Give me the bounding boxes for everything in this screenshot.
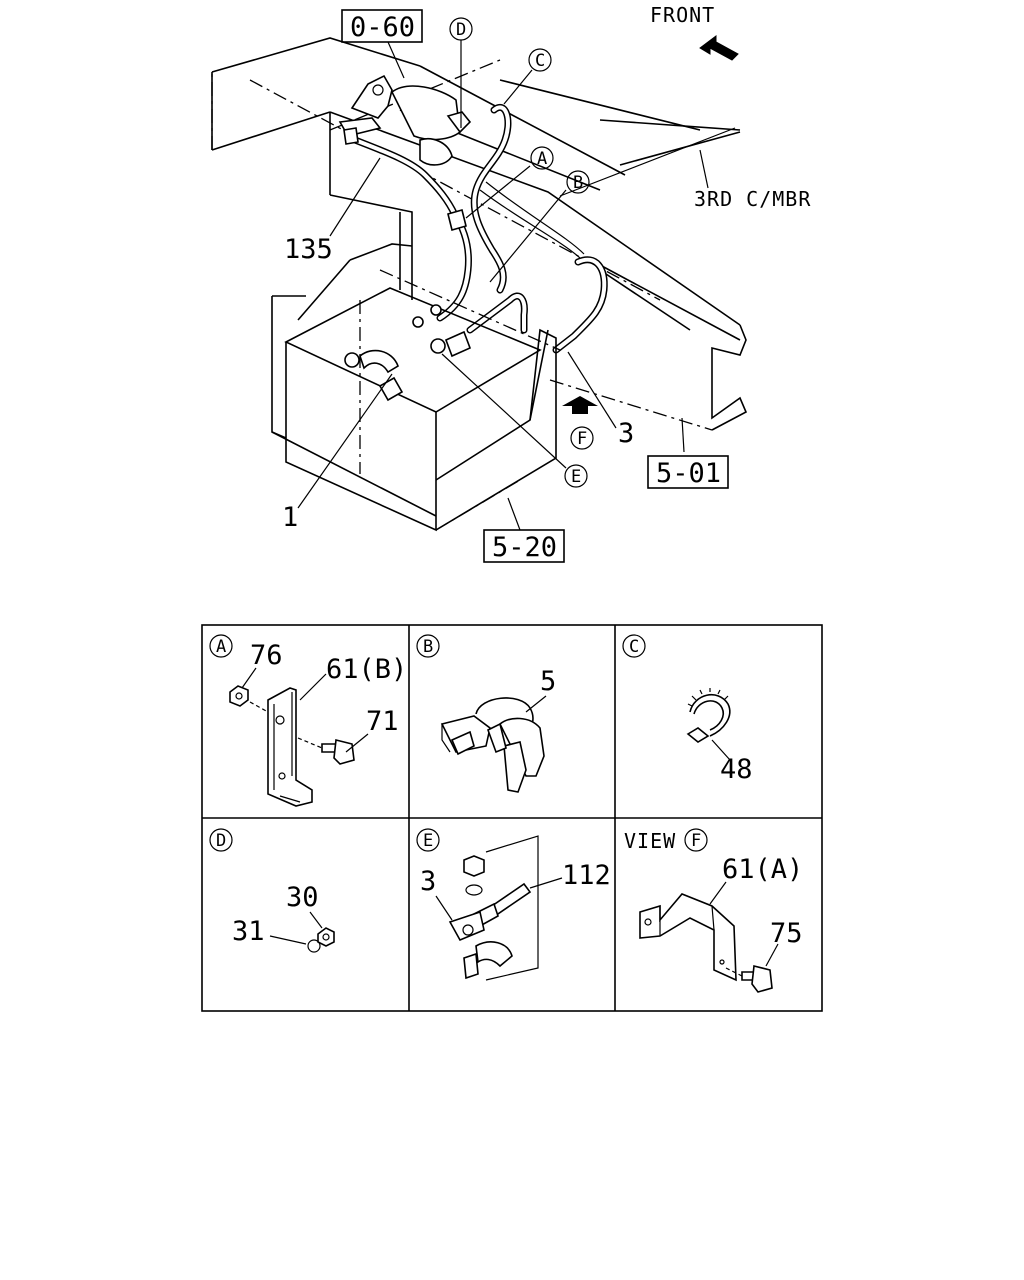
detail-panel-b[interactable]: B 5 bbox=[416, 634, 556, 793]
panel-a-label-71: 71 bbox=[366, 706, 399, 737]
bolt-71-illustration bbox=[297, 733, 369, 765]
view-f-arrow bbox=[562, 396, 598, 414]
panel-c-tag: C bbox=[629, 637, 639, 657]
battery-illustration bbox=[271, 243, 561, 532]
svg-text:C: C bbox=[535, 51, 545, 71]
ref-box-starter-label: 0-60 bbox=[350, 12, 415, 43]
callout-circle-e[interactable]: E bbox=[564, 464, 588, 488]
panel-b-tag: B bbox=[423, 637, 433, 657]
callout-circle-c[interactable]: C bbox=[528, 48, 552, 72]
bolt-75-illustration bbox=[725, 943, 779, 993]
svg-text:D: D bbox=[456, 20, 466, 40]
front-direction-arrow bbox=[699, 35, 739, 61]
panel-a-label-61b: 61(B) bbox=[326, 654, 407, 685]
callout-1: 1 bbox=[282, 502, 298, 533]
terminal-assembly-illustration bbox=[435, 835, 563, 981]
ref-box-frame-label: 5-01 bbox=[656, 458, 721, 489]
panel-f-tag: F bbox=[691, 831, 701, 851]
panel-c-label-48: 48 bbox=[720, 754, 753, 785]
panel-b-label-5: 5 bbox=[540, 666, 556, 697]
bracket-61b-illustration bbox=[267, 687, 313, 807]
panel-a-tag: A bbox=[216, 637, 226, 657]
detail-panel-d[interactable]: D 30 31 bbox=[209, 828, 335, 953]
detail-panel-c[interactable]: C 48 bbox=[622, 634, 753, 785]
panel-a-label-76: 76 bbox=[250, 640, 283, 671]
detail-panel-e[interactable]: E 3 112 bbox=[416, 828, 611, 981]
panel-e-label-3: 3 bbox=[420, 866, 436, 897]
detail-panel-a[interactable]: A 76 61(B) 71 bbox=[209, 634, 407, 807]
callout-3: 3 bbox=[618, 418, 634, 449]
nut-76-illustration bbox=[229, 685, 269, 713]
callout-circle-f[interactable]: F bbox=[570, 426, 594, 450]
panel-e-label-112: 112 bbox=[562, 860, 611, 891]
panel-e-tag: E bbox=[423, 831, 433, 851]
panel-f-label-61a: 61(A) bbox=[722, 854, 803, 885]
ref-box-frame[interactable] bbox=[647, 455, 729, 489]
main-view: FRONT 3RD C/MBR 0-60 5-01 5-20 135 1 3 D… bbox=[211, 3, 811, 563]
panel-d-tag: D bbox=[216, 831, 226, 851]
clamp-5-illustration bbox=[440, 695, 547, 793]
washer-31-illustration bbox=[269, 935, 321, 953]
bracket-61a-illustration bbox=[639, 893, 737, 982]
panel-f-label-75: 75 bbox=[770, 918, 803, 949]
callout-circle-b[interactable]: B bbox=[566, 170, 590, 194]
panel-f-view-prefix: VIEW bbox=[624, 829, 676, 853]
starter-motor-illustration bbox=[338, 74, 472, 166]
battery-cables-illustration bbox=[343, 104, 608, 354]
clip-48-illustration bbox=[686, 688, 731, 761]
front-label: FRONT bbox=[650, 3, 715, 27]
svg-text:E: E bbox=[571, 467, 581, 487]
crossmember-label: 3RD C/MBR bbox=[694, 187, 811, 211]
svg-text:F: F bbox=[577, 429, 587, 449]
ref-box-bracket-label: 5-20 bbox=[492, 532, 557, 563]
callout-circle-a[interactable]: A bbox=[530, 146, 554, 170]
panel-d-label-30: 30 bbox=[286, 882, 319, 913]
ref-box-bracket[interactable] bbox=[483, 529, 565, 563]
detail-panel-f[interactable]: VIEW F 61(A) 75 bbox=[624, 828, 803, 993]
callout-135: 135 bbox=[284, 234, 333, 265]
svg-text:B: B bbox=[573, 173, 583, 193]
callout-circle-d[interactable]: D bbox=[449, 17, 473, 41]
panel-d-label-31: 31 bbox=[232, 916, 265, 947]
crossmember-illustration bbox=[329, 65, 748, 431]
ref-box-starter[interactable] bbox=[341, 9, 423, 43]
svg-text:A: A bbox=[537, 149, 547, 169]
leader-lines bbox=[297, 40, 709, 531]
nut-30-illustration bbox=[309, 911, 335, 947]
detail-grid bbox=[201, 624, 823, 1012]
